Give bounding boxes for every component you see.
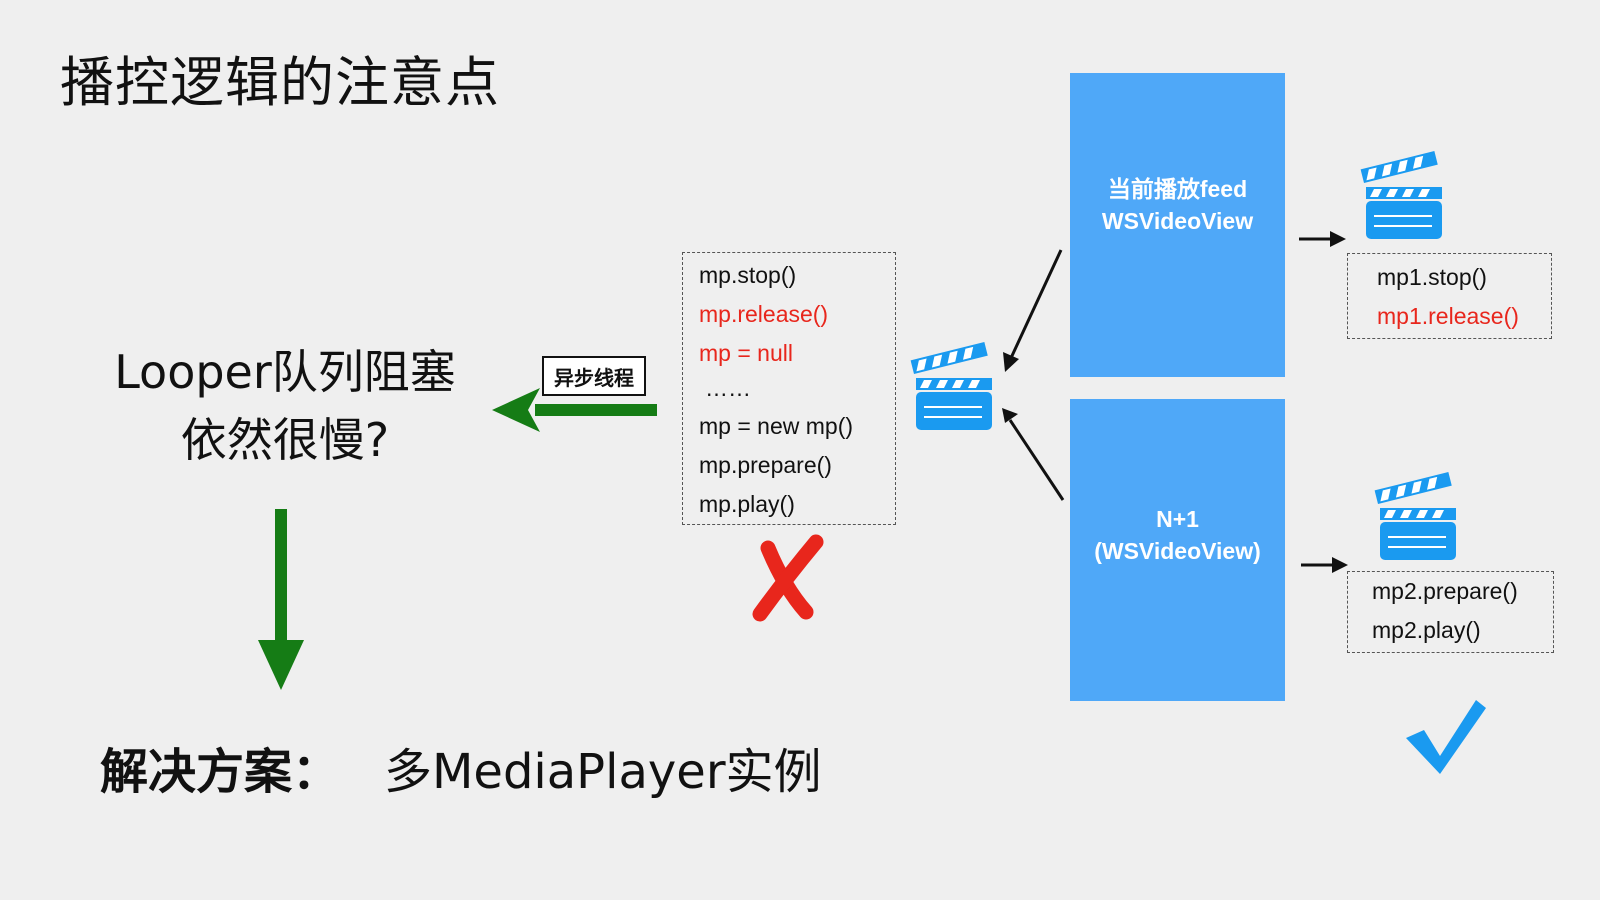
next-feed-label: N+1 — [1156, 506, 1199, 532]
player2-calls-box: mp2.prepare() mp2.play() — [1347, 571, 1554, 653]
player2-call: mp2.prepare() — [1372, 578, 1518, 604]
single-player-code-block: mp.stop() mp.release() mp = null …… mp =… — [682, 252, 896, 525]
next-feed-sublabel: (WSVideoView) — [1094, 538, 1261, 564]
async-thread-tag: 异步线程 — [542, 356, 646, 396]
code-line: mp.stop() — [699, 262, 797, 288]
page-title: 播控逻辑的注意点 — [60, 51, 500, 114]
code-line: mp = new mp() — [699, 413, 854, 439]
question-line-2: 依然很慢? — [180, 413, 390, 467]
player1-calls-box: mp1.stop() mp1.release() — [1347, 253, 1552, 339]
current-feed-sublabel: WSVideoView — [1101, 208, 1254, 234]
player1-call: mp1.release() — [1377, 303, 1519, 329]
arrow-to-player2 — [1301, 557, 1348, 573]
green-down-arrow — [258, 509, 304, 690]
code-line: mp = null — [699, 340, 793, 366]
clapperboard-icon — [1374, 472, 1456, 560]
code-line: mp.release() — [699, 301, 829, 327]
solution-value: 多MediaPlayer实例 — [384, 744, 822, 800]
player2-call: mp2.play() — [1372, 617, 1481, 643]
code-line: mp.play() — [699, 491, 795, 517]
green-left-arrow — [492, 388, 657, 432]
solution-label: 解决方案： — [100, 744, 341, 800]
arrow-to-clapper-from-next — [1002, 408, 1065, 501]
code-line-ellipsis: …… — [705, 375, 751, 401]
question-line-1: Looper队列阻塞 — [114, 345, 456, 399]
player1-call: mp1.stop() — [1377, 264, 1487, 290]
clapperboard-icon — [1360, 151, 1442, 239]
question-text: Looper队列阻塞 依然很慢? — [95, 338, 475, 474]
solution-text: 解决方案： 多MediaPlayer实例 — [100, 732, 822, 802]
arrow-to-clapper-from-current — [1003, 249, 1063, 372]
arrow-to-player1 — [1299, 231, 1346, 247]
current-feed-label: 当前播放feed — [1107, 176, 1248, 202]
clapperboard-icon — [910, 342, 992, 430]
code-line: mp.prepare() — [699, 452, 832, 478]
red-cross-icon — [752, 534, 824, 622]
blue-check-icon — [1406, 700, 1486, 774]
current-feed-view-box: 当前播放feed WSVideoView — [1070, 73, 1285, 377]
next-feed-view-box: N+1 (WSVideoView) — [1070, 399, 1285, 701]
